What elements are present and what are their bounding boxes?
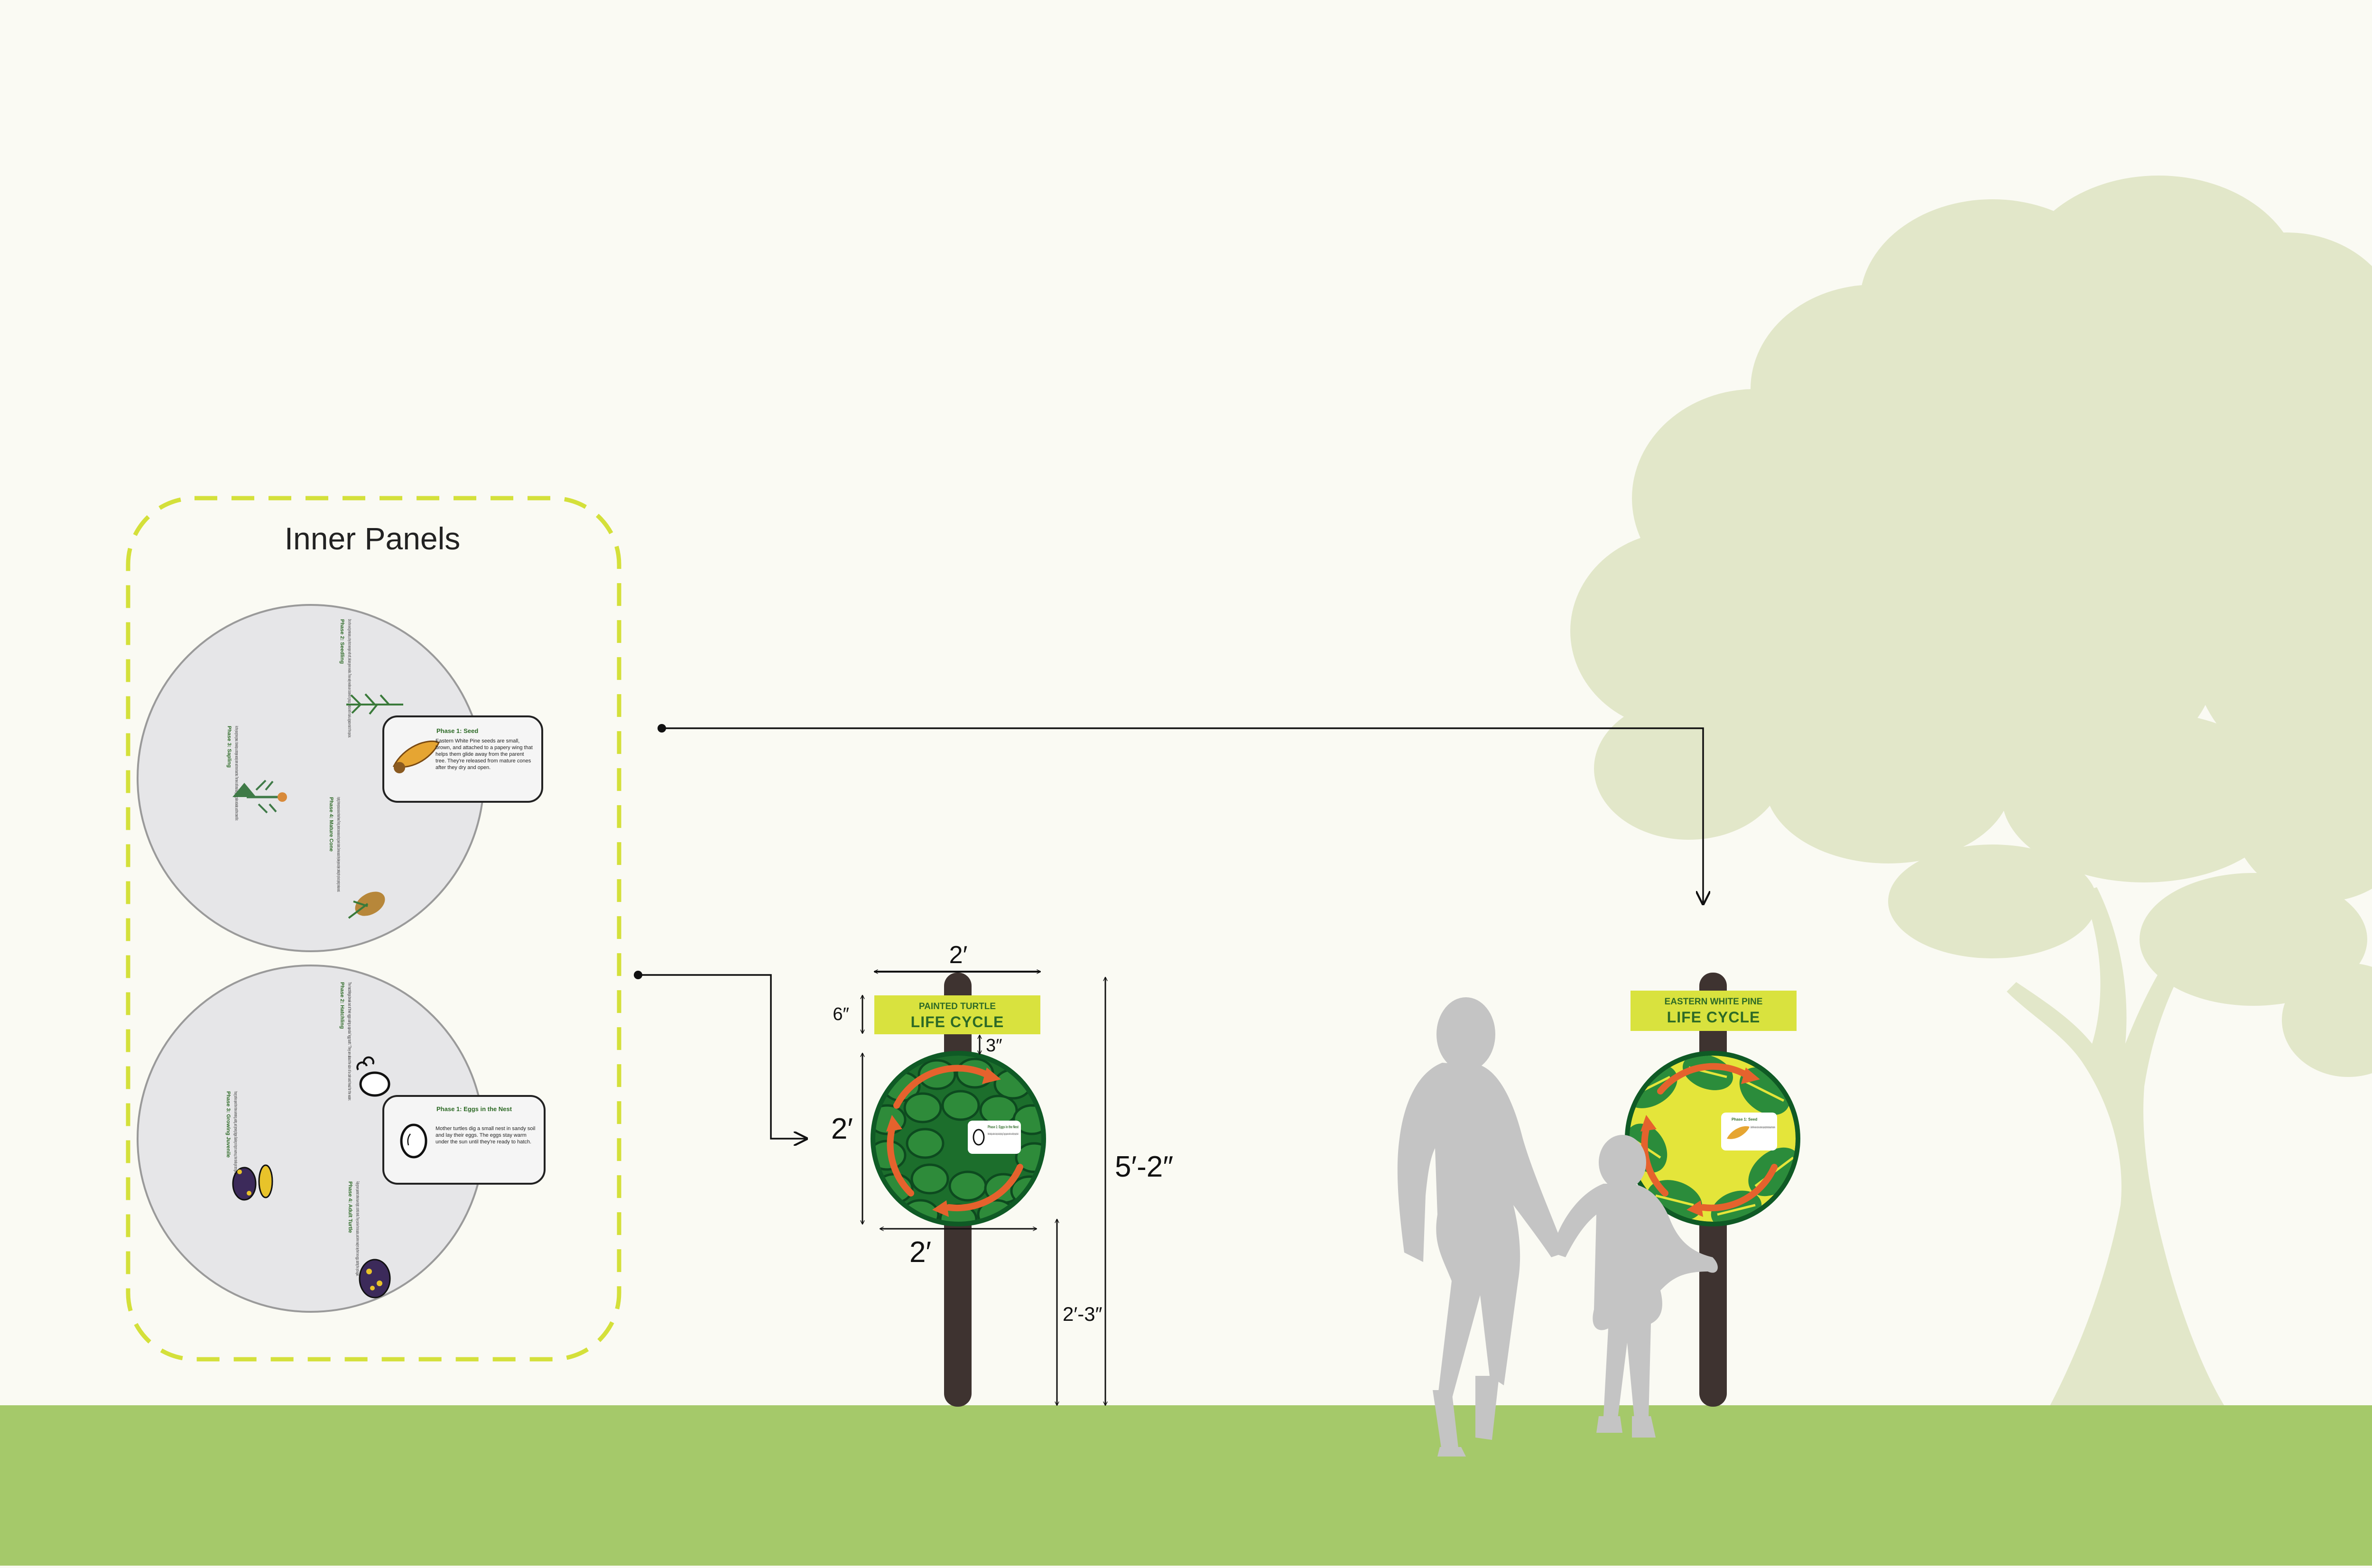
dim-header-gap: 3″ <box>986 1036 1002 1056</box>
bottom-phase2-text: The hatchlings break out of their eggs u… <box>347 982 352 1101</box>
sapling-icon <box>232 779 287 814</box>
dimension-labels: 2′ 6″ 3″ 2′ 2′ 2′-3″ 5′-2″ <box>831 941 1173 1325</box>
pine-sign-title: LIFE CYCLE <box>1667 1009 1760 1026</box>
hatchling-icon <box>356 1056 390 1097</box>
bottom-phase3-text: Young turtles spend their time swimming,… <box>233 1091 238 1181</box>
dim-panel-height: 2′ <box>831 1113 853 1145</box>
top-card-text: Eastern White Pine seeds are small, brow… <box>435 738 533 770</box>
pine-cone-icon <box>348 891 385 919</box>
child-silhouette <box>1551 1135 1718 1438</box>
turtle-sign-title: LIFE CYCLE <box>911 1013 1004 1030</box>
bottom-phase2-title: Phase 2: Hatchling <box>339 982 345 1029</box>
dim-header-height: 6″ <box>833 1004 849 1024</box>
pine-sign-card-text: Eastern White Pine seeds are small, brow… <box>1751 1126 1775 1129</box>
seedling-icon <box>346 693 403 715</box>
turtle-sign: PAINTED TURTLE LIFE CYCLE Phase 1: E <box>871 973 1046 1407</box>
top-phase2-title: Phase 2: Seedling <box>339 619 345 664</box>
seed-icon <box>392 740 440 773</box>
top-inner-panel: Phase 2: Seedling Once the seed germinat… <box>137 604 543 952</box>
ground <box>0 1405 2372 1566</box>
bottom-inner-panel: Phase 2: Hatchling The hatchlings break … <box>137 965 546 1313</box>
dim-overall-height: 5′-2″ <box>1115 1150 1173 1183</box>
turtle-sign-card <box>968 1121 1021 1154</box>
top-card-title: Phase 1: Seed <box>436 727 478 734</box>
top-phase3-text: As the young tree grows, it develops a s… <box>234 726 239 821</box>
turtle-sign-card-title: Phase 1: Eggs in the Nest <box>988 1125 1019 1129</box>
top-phase3-title: Phase 3: Sapling <box>226 726 232 768</box>
pine-sign-subtitle: EASTERN WHITE PINE <box>1665 997 1763 1007</box>
pine-sign-header <box>1631 991 1797 1031</box>
inner-panels-heading: Inner Panels <box>285 521 461 556</box>
adult-silhouette <box>1397 997 1566 1457</box>
top-phase4-text: In spring, the tree produces male and fe… <box>336 797 341 892</box>
dim-panel-width: 2′ <box>909 1236 931 1269</box>
pine-sign-card-title: Phase 1: Seed <box>1732 1117 1757 1122</box>
top-phase4-title: Phase 4: Mature Cone <box>328 797 334 852</box>
bottom-phase4-text: Fully grown painted turtles have bright,… <box>355 1181 360 1276</box>
bottom-phase4-title: Phase 4: Adult Turtle <box>347 1181 353 1233</box>
dim-ground-clearance: 2′-3″ <box>1063 1303 1103 1325</box>
adult-turtle-icon <box>359 1259 391 1299</box>
bottom-phase3-title: Phase 3: Growing Juvenile <box>225 1091 231 1158</box>
pine-sign-card <box>1721 1113 1777 1150</box>
turtle-sign-subtitle: PAINTED TURTLE <box>919 1002 996 1011</box>
turtle-sign-card-text: Mother turtles dig a small nest in sandy… <box>988 1133 1019 1136</box>
tree-silhouette <box>1570 176 2372 1407</box>
egg-icon <box>400 1123 427 1159</box>
juvenile-turtle-icon <box>232 1164 273 1201</box>
bottom-card-text: Mother turtles dig a small nest in sandy… <box>435 1126 536 1145</box>
dimension-lines <box>862 972 1105 1405</box>
turtle-sign-header <box>874 995 1040 1034</box>
top-phase2-text: Once the seed germinates, a tiny shoot e… <box>347 619 352 738</box>
leader-lines <box>634 724 1703 1139</box>
bottom-card-title: Phase 1: Eggs in the Nest <box>436 1105 512 1113</box>
dim-header-width: 2′ <box>949 941 968 969</box>
inner-panels-frame <box>126 496 621 1362</box>
